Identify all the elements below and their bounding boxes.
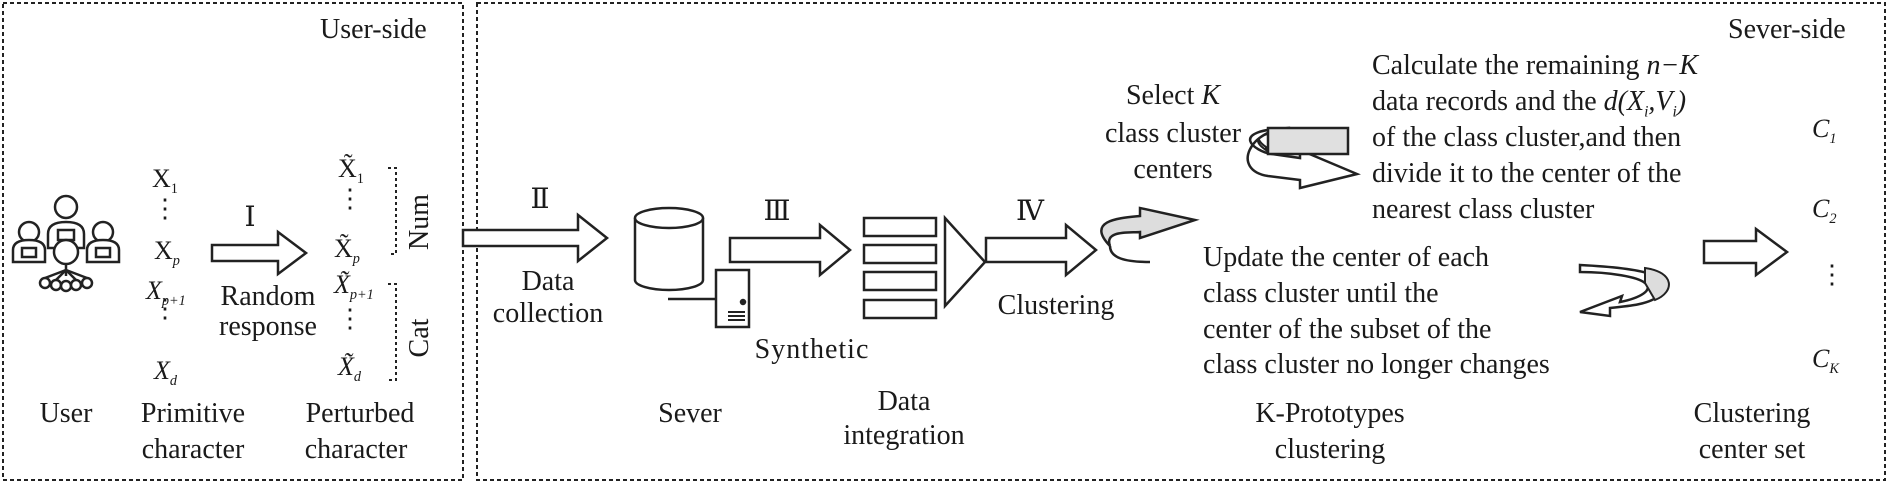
perturbed-dots-top: ⋮ <box>337 184 363 213</box>
user-group-icon <box>11 194 121 293</box>
perturbed-dots-bottom: ⋮ <box>337 304 363 333</box>
cat-bracket <box>388 283 397 381</box>
server-label: Sever <box>658 398 722 429</box>
update-line1: Update the center of each <box>1203 242 1490 273</box>
update-line2: class cluster until the <box>1203 278 1439 309</box>
step4-numeral: Ⅳ <box>1016 196 1044 227</box>
integration-line2: integration <box>843 420 965 451</box>
data-collection-arrow <box>461 212 610 264</box>
database-icon <box>633 206 705 292</box>
calc-line4: divide it to the center of the <box>1372 158 1682 189</box>
calc-line3: of the class cluster,and then <box>1372 122 1682 153</box>
center-c2: C2 <box>1812 194 1837 228</box>
calc-line2: data records and the d(Xi,Vi) <box>1372 86 1687 121</box>
num-bracket <box>388 167 397 255</box>
centers-label-line1: Clustering <box>1693 398 1811 429</box>
synthetic-arrow <box>728 222 852 278</box>
perturbed-xd: X̃d <box>338 352 362 386</box>
select-line2: class cluster <box>1104 118 1242 149</box>
primitive-label-line2: character <box>141 434 245 465</box>
center-dots: ⋮ <box>1819 260 1845 289</box>
kproto-line1: K-Prototypes <box>1255 398 1405 429</box>
cat-label: Cat <box>404 318 435 358</box>
clustering-arrow <box>984 222 1098 278</box>
primitive-label-line1: Primitive <box>140 398 246 429</box>
step1-numeral: Ⅰ <box>244 202 256 233</box>
cycle-arrow-select <box>1246 126 1361 190</box>
step1-line1: Random <box>220 281 316 312</box>
step2-line2: collection <box>492 298 604 329</box>
primitive-xp: Xp <box>154 236 180 270</box>
primitive-dots-top: ⋮ <box>152 194 178 223</box>
center-ck: CK <box>1812 344 1839 378</box>
step3-numeral: Ⅲ <box>763 196 791 227</box>
center-c1: C1 <box>1812 114 1837 148</box>
primitive-dots-bottom: ⋮ <box>152 294 178 323</box>
integration-stack-icon <box>862 214 987 320</box>
step2-line1: Data <box>521 266 575 297</box>
num-label: Num <box>404 194 435 250</box>
step4-label: Clustering <box>997 290 1115 321</box>
update-line4: class cluster no longer changes <box>1203 349 1550 380</box>
output-arrow <box>1702 226 1790 278</box>
update-line3: center of the subset of the <box>1203 314 1492 345</box>
perturbed-label-line1: Perturbed <box>305 398 415 429</box>
integration-line1: Data <box>877 386 931 417</box>
random-response-arrow <box>210 229 309 277</box>
primitive-x1: X1 <box>152 164 178 198</box>
calc-line1: Calculate the remaining n−K <box>1372 50 1699 81</box>
select-line3: centers <box>1133 154 1213 185</box>
kproto-line2: clustering <box>1274 434 1386 465</box>
cycle-arrow-update <box>1100 206 1200 264</box>
primitive-xd: Xd <box>154 356 178 390</box>
select-line1: Select K <box>1125 80 1221 111</box>
perturbed-xp: X̃p <box>334 234 360 268</box>
perturbed-xp1: X̃p+1 <box>334 270 374 304</box>
user-label: User <box>39 398 93 429</box>
perturbed-x1: X̃1 <box>338 154 364 188</box>
cycle-arrow-update-right <box>1578 263 1670 318</box>
centers-label-line2: center set <box>1698 434 1806 465</box>
step1-line2: response <box>219 311 317 342</box>
server-side-label: Sever-side <box>1728 14 1846 45</box>
server-tower-icon <box>668 268 751 329</box>
user-side-label: User-side <box>320 14 427 45</box>
primitive-xp1: Xp+1 <box>146 276 186 310</box>
perturbed-label-line2: character <box>304 434 408 465</box>
calc-line5: nearest class cluster <box>1372 194 1595 225</box>
step3-label: Synthetic <box>754 334 870 365</box>
step2-numeral: Ⅱ <box>530 184 550 215</box>
